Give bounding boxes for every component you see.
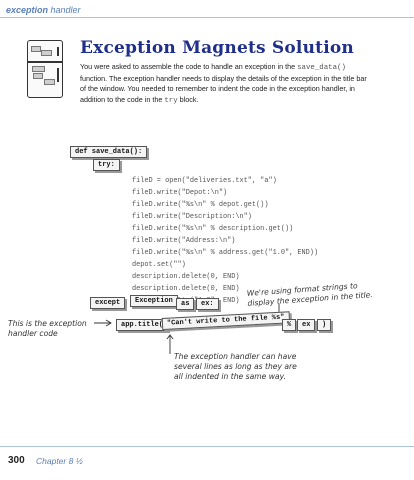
chapter-label: Chapter 8 ½ <box>36 456 83 466</box>
magnet-app-title[interactable]: app.title( <box>116 319 169 331</box>
code-line: fileD.write("Address:\n") <box>132 237 236 245</box>
intro-code-try: try <box>164 96 178 105</box>
code-line: depot.set("") <box>132 261 186 269</box>
page-number: 300 <box>8 455 25 466</box>
code-line: fileD.write("%s\n" % depot.get()) <box>132 201 269 209</box>
magnet-try[interactable]: try: <box>93 159 120 171</box>
magnet-ex-var[interactable]: ex <box>297 319 316 331</box>
arrow-right-icon <box>94 319 112 327</box>
magnet-as[interactable]: as <box>176 298 195 310</box>
code-line: fileD.write("%s\n" % address.get("1.0", … <box>132 249 319 257</box>
magnet-exception[interactable]: Exception <box>130 295 178 307</box>
magnet-def-save-data[interactable]: def save_data(): <box>70 146 148 158</box>
magnet-close-paren[interactable]: ) <box>317 319 332 331</box>
magnet-error-string[interactable]: "Can't write to the file %s" <box>161 311 290 330</box>
header-rule <box>0 17 414 18</box>
magnet-ex[interactable]: ex: <box>196 298 219 310</box>
code-line: description.delete(0, END) <box>132 273 240 281</box>
running-head-part2: handler <box>48 5 81 15</box>
code-line: fileD.write("%s\n" % description.get()) <box>132 225 294 233</box>
magnet-percent[interactable]: % <box>282 319 297 331</box>
fridge-icon <box>27 40 63 98</box>
intro-paragraph: You were asked to assemble the code to h… <box>80 62 367 105</box>
code-line: fileD.write("Description:\n") <box>132 213 252 221</box>
note-indentation: The exception handler can have several l… <box>174 352 297 381</box>
code-line: fileD = open("deliveries.txt", "a") <box>132 177 277 185</box>
arrow-up-icon <box>166 334 174 354</box>
page-title: Exception Magnets Solution <box>80 38 354 58</box>
running-head-part1: exception <box>6 5 49 15</box>
footer-rule <box>0 446 414 447</box>
intro-code-save-data: save_data() <box>297 64 346 72</box>
running-head: exception handler <box>6 5 81 15</box>
magnet-except[interactable]: except <box>90 297 126 309</box>
note-format-strings: We're using format strings to display th… <box>246 281 374 308</box>
note-exception-handler: This is the exception handler code <box>8 319 87 338</box>
code-line: description.delete(0, END) <box>132 285 240 293</box>
code-line: fileD.write("Depot:\n") <box>132 189 228 197</box>
